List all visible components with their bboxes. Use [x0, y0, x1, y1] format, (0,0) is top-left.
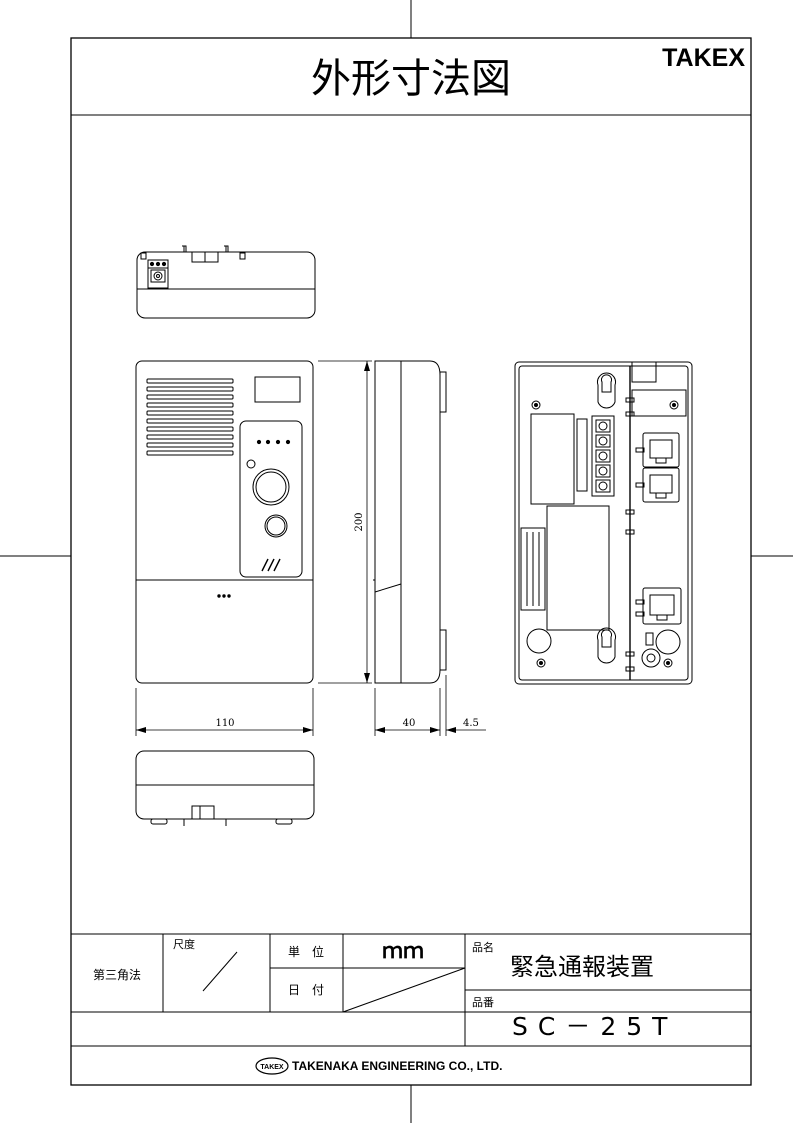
call-button: [252, 468, 290, 506]
unit-label: 単 位: [288, 944, 324, 959]
product-name-label: 品名: [472, 940, 494, 954]
product-name: 緊急通報装置: [510, 953, 654, 981]
company-logo-text: TAKEX: [260, 1064, 284, 1071]
drawing-title: 外形寸法図: [311, 56, 511, 102]
display-window: [254, 376, 301, 403]
title-block: [71, 933, 751, 1047]
company-name: TAKENAKA ENGINEERING CO., LTD.: [292, 1059, 502, 1073]
side-view: [373, 360, 447, 684]
dim-protrusion-label: 4.5: [463, 718, 479, 729]
modular-jack-1: [642, 432, 680, 468]
dimension-lines: [135, 360, 486, 736]
speaker-grille: [146, 378, 234, 456]
modular-jack-3: [642, 587, 682, 625]
dim-depth-label: 40: [403, 718, 416, 729]
cancel-button: [264, 514, 288, 538]
brand-mark-icon: [261, 558, 281, 572]
brand-logo: TAKEX: [662, 44, 745, 72]
scale-label: 尺度: [173, 937, 195, 951]
modular-jack-2: [642, 467, 680, 503]
date-label: 日 付: [288, 983, 324, 997]
edge-connector: [520, 527, 546, 611]
dim-width-label: 110: [215, 718, 234, 729]
unit-value: ｍｍ: [382, 940, 424, 963]
button-panel: [239, 420, 303, 578]
product-number: SC－25T: [512, 1012, 677, 1041]
product-number-label: 品番: [472, 996, 494, 1009]
rear-knockout-left: [526, 628, 552, 654]
rear-view: [514, 361, 693, 685]
top-view: [136, 245, 316, 319]
bottom-view: [135, 750, 315, 826]
terminal-block: [591, 415, 615, 497]
projection-label: 第三角法: [93, 968, 141, 982]
dim-height-label: 200: [354, 512, 365, 531]
indicator-lamp: [246, 459, 256, 469]
company-logo: TAKEX: [255, 1057, 289, 1075]
front-view: [135, 360, 314, 684]
